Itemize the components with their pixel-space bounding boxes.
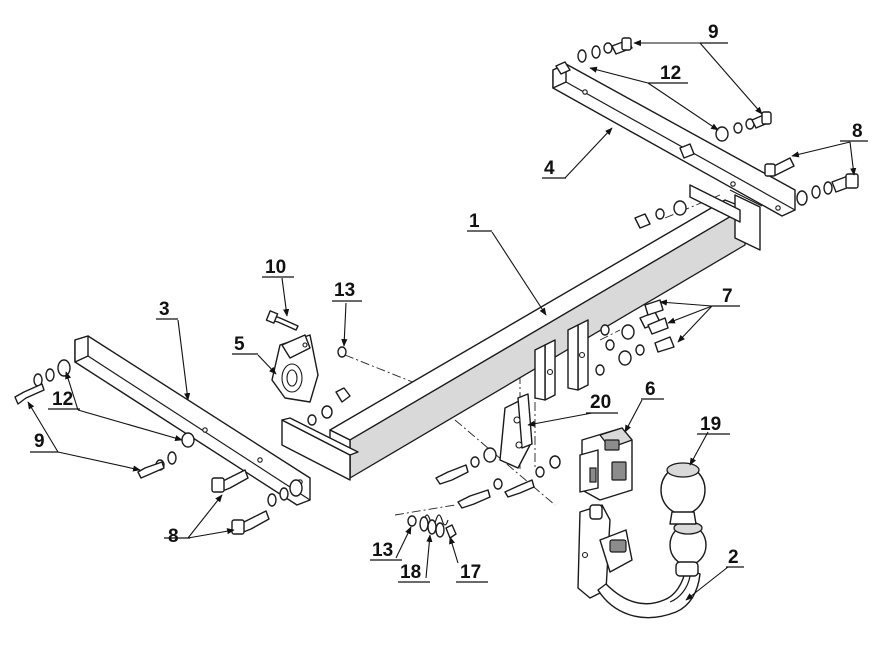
svg-text:5: 5 xyxy=(234,334,245,355)
callout-8-right: 8 xyxy=(840,121,868,142)
socket-bracket xyxy=(499,393,533,469)
svg-text:12: 12 xyxy=(52,389,73,410)
svg-text:8: 8 xyxy=(852,121,863,142)
crossbar-nuts-right xyxy=(634,200,687,229)
callout-8-left: 8 xyxy=(164,526,190,547)
svg-text:3: 3 xyxy=(159,299,170,320)
towball-neck xyxy=(577,504,707,619)
callout-9-right: 9 xyxy=(700,22,728,44)
callout-2: 2 xyxy=(726,547,744,568)
center-bolts xyxy=(435,447,561,509)
bolts-8-left xyxy=(211,469,303,535)
svg-text:4: 4 xyxy=(544,158,555,179)
bolts-8-right xyxy=(764,157,859,206)
svg-text:13: 13 xyxy=(334,280,355,301)
callout-18: 18 xyxy=(398,562,430,583)
spring-assembly xyxy=(407,514,457,539)
svg-text:8: 8 xyxy=(168,526,179,547)
callout-7: 7 xyxy=(712,286,740,307)
callout-9-left: 9 xyxy=(30,431,58,453)
svg-text:10: 10 xyxy=(265,257,286,278)
washer-13-upper xyxy=(337,346,347,358)
svg-text:2: 2 xyxy=(728,547,739,568)
svg-text:13: 13 xyxy=(372,540,393,561)
callout-5: 5 xyxy=(232,334,258,355)
bolts-9-right xyxy=(577,37,772,142)
svg-text:1: 1 xyxy=(469,211,480,232)
hitch-mount-plates xyxy=(534,319,589,401)
svg-text:17: 17 xyxy=(460,562,481,583)
bolts-7 xyxy=(595,299,675,376)
bolt-10 xyxy=(265,310,299,331)
callout-3: 3 xyxy=(156,299,178,320)
callout-1: 1 xyxy=(467,211,492,232)
svg-text:9: 9 xyxy=(708,22,719,43)
callout-10: 10 xyxy=(262,257,294,278)
svg-text:6: 6 xyxy=(645,379,656,400)
callout-19: 19 xyxy=(697,414,730,435)
leader-lines xyxy=(27,39,857,601)
svg-text:9: 9 xyxy=(34,431,45,452)
callout-17: 17 xyxy=(456,562,488,583)
callout-13-lower: 13 xyxy=(370,540,402,561)
callout-labels: 1 2 3 4 5 6 7 8 xyxy=(30,22,868,583)
callout-12-right: 12 xyxy=(648,63,688,84)
callout-20: 20 xyxy=(586,392,618,414)
socket-plate xyxy=(271,334,319,403)
side-bracket-left xyxy=(74,335,311,506)
svg-text:19: 19 xyxy=(700,414,721,435)
svg-text:12: 12 xyxy=(660,63,681,84)
side-bracket-right xyxy=(552,61,796,217)
left-fasteners xyxy=(14,359,351,479)
electrical-socket xyxy=(579,427,633,501)
callout-4: 4 xyxy=(542,158,566,179)
ball-cover xyxy=(660,462,706,525)
callout-13-upper: 13 xyxy=(332,280,362,302)
callout-6: 6 xyxy=(641,379,664,400)
callout-12-left: 12 xyxy=(48,389,80,410)
svg-text:7: 7 xyxy=(722,286,733,307)
svg-text:20: 20 xyxy=(590,392,611,413)
svg-text:18: 18 xyxy=(400,562,421,583)
